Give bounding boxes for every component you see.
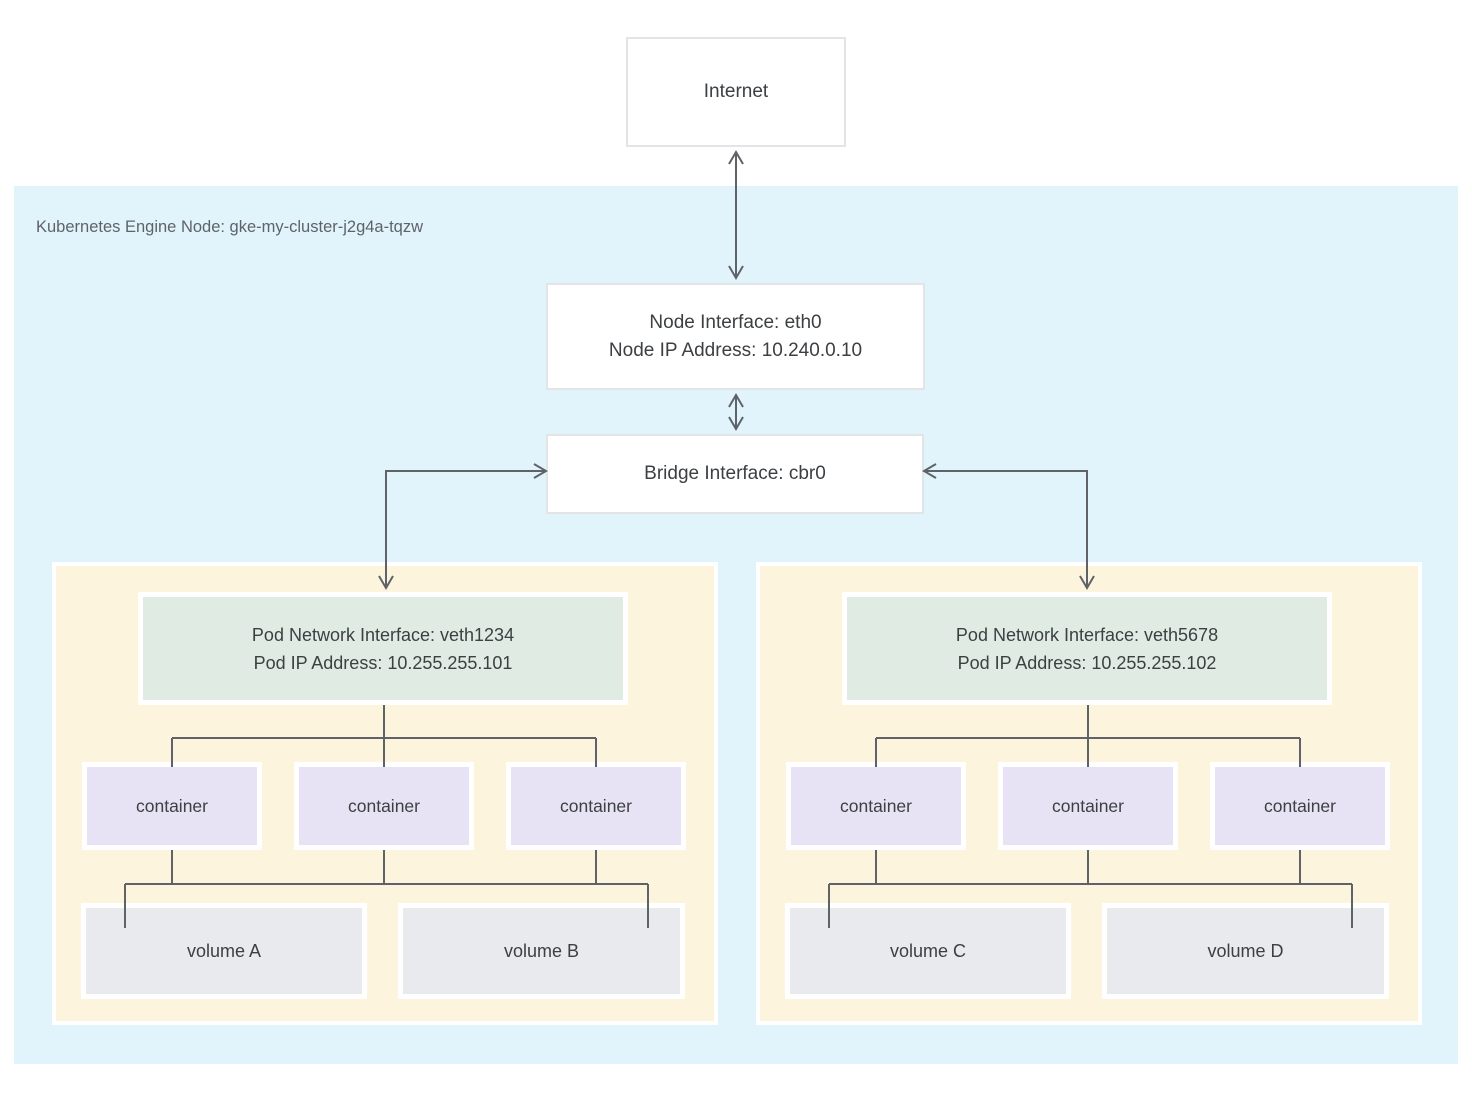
pod-1-volume-a: volume A [81,903,367,999]
pod-2-ip-address: Pod IP Address: 10.255.255.102 [957,652,1217,673]
pod-1-container-2: container [294,762,474,850]
pod-1-container-3: container [506,762,686,850]
node-ip-address: Node IP Address: 10.240.0.10 [608,339,863,361]
volume-label: volume B [503,940,580,961]
container-label: container [560,795,632,816]
pod-2-network-interface-box: Pod Network Interface: veth5678 Pod IP A… [842,592,1332,705]
container-label: container [136,795,208,816]
node-interface-name: Node Interface: eth0 [649,311,822,333]
k8s-engine-node-region-label: Kubernetes Engine Node: gke-my-cluster-j… [36,218,424,236]
pod-1-ip-address: Pod IP Address: 10.255.255.101 [253,652,513,673]
pod-1-volume-b: volume B [398,903,685,999]
container-label: container [1264,795,1336,816]
internet-label: Internet [703,81,769,102]
internet-box: Internet [626,37,846,147]
bridge-interface-label: Bridge Interface: cbr0 [644,463,826,484]
pod-2-container-2: container [998,762,1178,850]
pod-1-interface-name: Pod Network Interface: veth1234 [251,624,515,645]
volume-label: volume D [1207,940,1284,961]
pod-1-container-1: container [82,762,262,850]
node-interface-box: Node Interface: eth0 Node IP Address: 10… [546,283,925,390]
container-label: container [348,795,420,816]
volume-label: volume A [186,940,262,961]
pod-2-interface-name: Pod Network Interface: veth5678 [955,624,1219,645]
bridge-interface-box: Bridge Interface: cbr0 [546,434,924,514]
container-label: container [840,795,912,816]
pod-2-volume-d: volume D [1102,903,1389,999]
volume-label: volume C [889,940,967,961]
pod-2-container-1: container [786,762,966,850]
pod-2-volume-c: volume C [785,903,1071,999]
pod-2-container-3: container [1210,762,1390,850]
container-label: container [1052,795,1124,816]
pod-1-network-interface-box: Pod Network Interface: veth1234 Pod IP A… [138,592,628,705]
